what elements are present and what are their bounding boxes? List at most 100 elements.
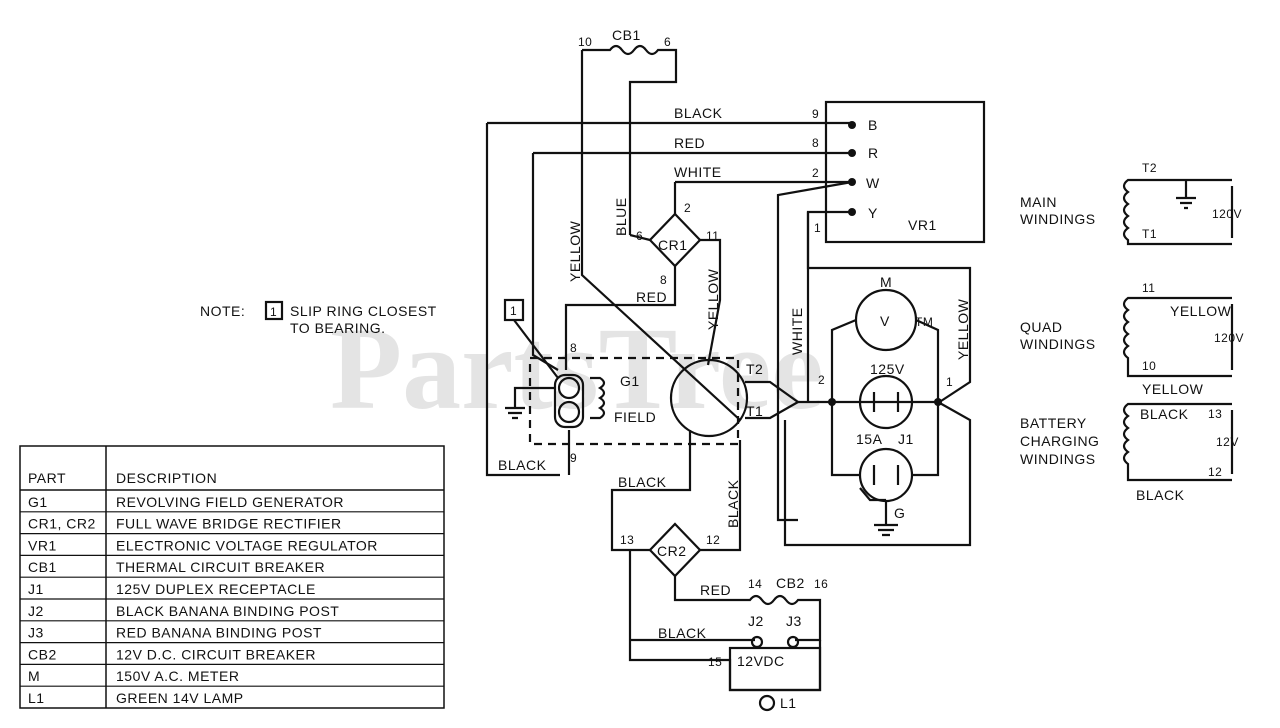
wire-label-yellow-cr1: YELLOW — [705, 268, 721, 330]
meter-m: M V — [854, 274, 918, 352]
quad-windings-line2: WINDINGS — [1020, 336, 1096, 352]
battery-line1: BATTERY — [1020, 415, 1087, 431]
dc-output-box — [728, 646, 822, 692]
j2-post — [750, 635, 764, 649]
g1-ground-icon — [505, 386, 555, 420]
slip-ring-marker-label: 1 — [510, 304, 517, 318]
wire-label-black-j2: BLACK — [658, 625, 707, 641]
quad-top: YELLOW — [1170, 303, 1232, 319]
cr2-label: CR2 — [657, 543, 687, 559]
table-row-part: M — [28, 668, 40, 684]
wire-label-red: RED — [674, 135, 705, 151]
j3-post — [786, 635, 800, 649]
field-label: FIELD — [614, 409, 656, 425]
wire-label-black-cr2-left: BLACK — [618, 474, 667, 490]
quad-n11: 11 — [1142, 281, 1155, 295]
wire-label-yellow-left: YELLOW — [567, 220, 583, 282]
table-row-description: 125V DUPLEX RECEPTACLE — [116, 581, 316, 597]
wire-label-red-cb2: RED — [700, 582, 731, 598]
main-windings: MAIN WINDINGS T2 T1 120V — [1020, 161, 1242, 246]
terminal-6-cr1: 6 — [636, 229, 643, 243]
terminal-14: 14 — [748, 577, 762, 591]
table-row-part: CB2 — [28, 646, 57, 662]
terminal-8-g1: 8 — [570, 341, 577, 355]
table-row-part: VR1 — [28, 537, 57, 553]
vr1-terminal-b: B — [868, 117, 878, 133]
table-header-description: DESCRIPTION — [116, 470, 217, 486]
cb2-label: CB2 — [776, 575, 805, 591]
table-row-description: THERMAL CIRCUIT BREAKER — [116, 559, 325, 575]
terminal-15: 15 — [708, 655, 722, 669]
terminal-10: 10 — [578, 35, 592, 49]
table-row-part: J1 — [28, 581, 44, 597]
battery-n12: 12 — [1208, 465, 1222, 479]
a15-label: 15A — [856, 431, 883, 447]
g1-label: G1 — [620, 373, 640, 389]
vr1-box — [824, 100, 986, 244]
table-row-description: 150V A.C. METER — [116, 668, 239, 684]
terminal-13-cr2: 13 — [620, 533, 634, 547]
l1-lamp-icon — [758, 694, 776, 712]
table-row-part: L1 — [28, 690, 45, 706]
cr1-label: CR1 — [658, 237, 688, 253]
quad-voltage: 120V — [1214, 331, 1244, 345]
table-row-description: FULL WAVE BRIDGE RECTIFIER — [116, 516, 342, 532]
terminal-9-vr: 9 — [812, 107, 819, 121]
table-row-description: ELECTRONIC VOLTAGE REGULATOR — [116, 537, 378, 553]
l1-label: L1 — [780, 695, 797, 711]
field-coil — [590, 376, 606, 420]
table-row-description: 12V D.C. CIRCUIT BREAKER — [116, 646, 316, 662]
table-header-part: PART — [28, 470, 66, 486]
terminal-9-g1: 9 — [570, 451, 577, 465]
vr1-label: VR1 — [908, 217, 937, 233]
wire-label-red-cr1: RED — [636, 289, 667, 305]
quad-n10: 10 — [1142, 359, 1156, 373]
table-row-part: CB1 — [28, 559, 57, 575]
note-line-2: TO BEARING. — [290, 320, 385, 336]
note-prefix: NOTE: — [200, 303, 245, 319]
g1-rotor — [669, 358, 749, 438]
main-voltage: 120V — [1212, 207, 1242, 221]
wire-label-white: WHITE — [674, 164, 722, 180]
terminal-16: 16 — [814, 577, 828, 591]
j1-receptacle: 125V 15A J1 2 1 — [818, 361, 953, 503]
wire-label-yellow-right: YELLOW — [955, 298, 971, 360]
terminal-12-cr2: 12 — [706, 533, 720, 547]
parts-table: PART DESCRIPTION G1 REVOLVING FIELD GENER… — [19, 445, 445, 709]
battery-windings: BATTERY CHARGING WINDINGS BLACK BLACK 13… — [1020, 402, 1239, 503]
main-windings-line2: WINDINGS — [1020, 211, 1096, 227]
main-windings-line1: MAIN — [1020, 194, 1057, 210]
battery-line3: WINDINGS — [1020, 451, 1096, 467]
vr1-terminal-w: W — [866, 175, 880, 191]
quad-windings-line1: QUAD — [1020, 319, 1062, 335]
table-row-description: RED BANANA BINDING POST — [116, 625, 322, 641]
g1-dashed-box — [528, 356, 740, 446]
cb1-breaker: CB1 10 6 — [578, 27, 741, 421]
table-row-description: REVOLVING FIELD GENERATOR — [116, 494, 344, 510]
battery-n13: 13 — [1208, 407, 1222, 421]
meter-m-label: M — [880, 274, 892, 290]
quad-windings: QUAD WINDINGS 11 10 YELLOW YELLOW 120V — [1020, 281, 1244, 397]
note-box: 1 — [270, 305, 277, 319]
wire-label-blue: BLUE — [613, 197, 629, 236]
table-row-part: G1 — [28, 494, 48, 510]
table-row-description: BLACK BANANA BINDING POST — [116, 603, 339, 619]
wire-label-black: BLACK — [674, 105, 723, 121]
g1-generator: G1 FIELD 8 9 T2 T1 — [528, 341, 763, 465]
battery-voltage: 12V — [1216, 435, 1239, 449]
main-t2: T2 — [1142, 161, 1157, 175]
battery-bottom: BLACK — [1136, 487, 1185, 503]
terminal-2-cr1: 2 — [684, 201, 691, 215]
wire-label-black-g1: BLACK — [498, 457, 547, 473]
table-row-description: GREEN 14V LAMP — [116, 690, 244, 706]
terminal-8-cr1: 8 — [660, 273, 667, 287]
vr1-terminal-r: R — [868, 145, 879, 161]
quad-bottom: YELLOW — [1142, 381, 1204, 397]
terminal-t2: T2 — [746, 361, 763, 377]
note-line-1: SLIP RING CLOSEST — [290, 303, 437, 319]
j2-label: J2 — [748, 613, 764, 629]
terminal-2-j1: 2 — [818, 373, 825, 387]
battery-line2: CHARGING — [1020, 433, 1099, 449]
table-row-part: J3 — [28, 625, 44, 641]
